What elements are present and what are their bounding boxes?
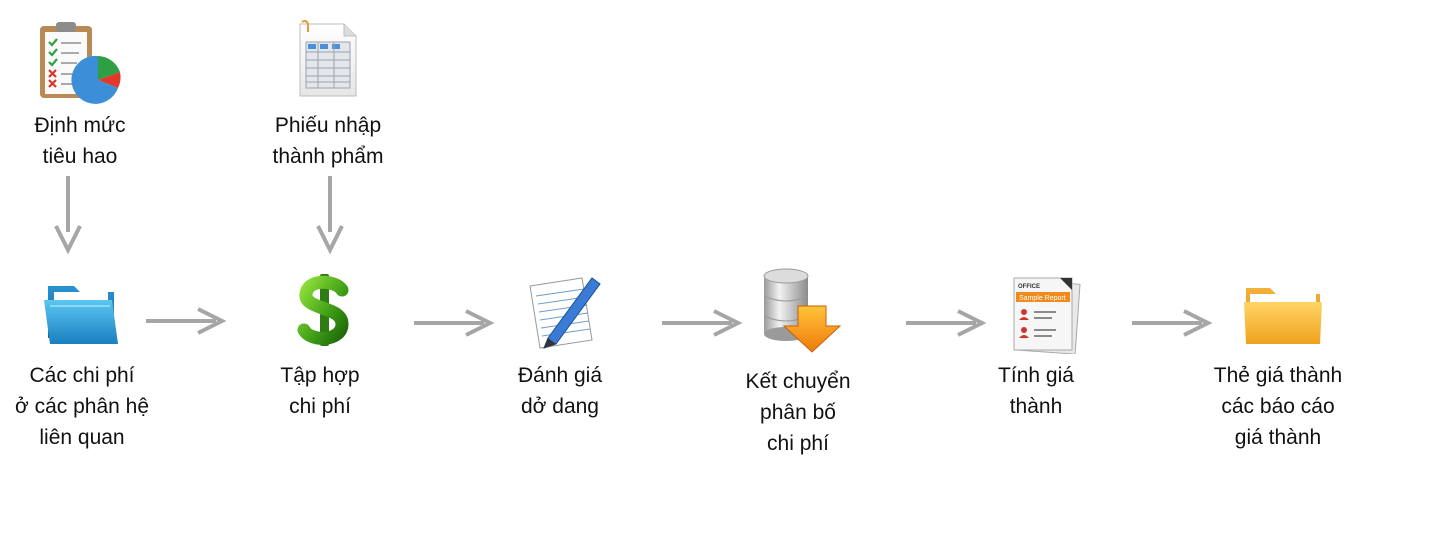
label-line: thành — [1009, 395, 1063, 418]
label-cac-chi-phi: Các chi phí ở các phân hệ liên quan — [15, 360, 149, 453]
label-line: thành phẩm — [272, 145, 384, 168]
notepad-pen-icon — [526, 272, 602, 350]
yellow-folder-icon — [1240, 280, 1326, 346]
blue-folder-icon — [40, 280, 124, 346]
label-phieu-nhap: Phiếu nhập thành phẩm — [273, 110, 384, 172]
label-line: các báo cáo — [1221, 395, 1335, 418]
arrow-down — [316, 176, 344, 254]
label-line: Phiếu nhập — [274, 114, 382, 137]
spreadsheet-document-icon — [294, 19, 360, 100]
label-tap-hop: Tập hợp chi phí — [280, 360, 359, 422]
arrow-right — [414, 309, 494, 337]
clipboard-pie-chart-icon — [36, 20, 126, 104]
label-line: tiêu hao — [42, 145, 118, 168]
label-line: ở các phân hệ — [14, 395, 150, 418]
arrow-right — [1132, 309, 1212, 337]
label-line: liên quan — [39, 426, 125, 449]
arrow-down — [54, 176, 82, 254]
label-line: Kết chuyển — [745, 370, 851, 393]
label-tinh-gia: Tính giá thành — [998, 360, 1074, 422]
label-line: Đánh giá — [517, 364, 603, 387]
sample-report-icon: OFFICE Sample Report — [1006, 272, 1082, 355]
label-the-gia: Thẻ giá thành các báo cáo giá thành — [1214, 360, 1342, 453]
label-line: Thẻ giá thành — [1213, 364, 1343, 387]
label-dinh-muc: Định mức tiêu hao — [34, 110, 125, 172]
label-line: Tính giá — [998, 364, 1074, 387]
database-download-icon — [758, 266, 844, 354]
arrow-right — [906, 309, 986, 337]
label-line: Tập hợp — [280, 364, 360, 387]
label-line: chi phí — [289, 395, 351, 418]
label-ket-chuyen: Kết chuyển phân bố chi phí — [745, 366, 850, 459]
label-line: dở dang — [520, 395, 599, 418]
dollar-sign-icon — [296, 272, 352, 348]
arrow-right — [146, 307, 226, 335]
label-line: giá thành — [1234, 426, 1322, 449]
report-brand: OFFICE — [1018, 284, 1040, 290]
arrow-right — [662, 309, 742, 337]
label-line: Định mức — [34, 114, 126, 137]
label-danh-gia: Đánh giá dở dang — [518, 360, 602, 422]
label-line: chi phí — [767, 432, 829, 455]
label-line: Các chi phí — [29, 364, 135, 387]
label-line: phân bố — [760, 401, 836, 424]
report-title: Sample Report — [1019, 295, 1066, 302]
